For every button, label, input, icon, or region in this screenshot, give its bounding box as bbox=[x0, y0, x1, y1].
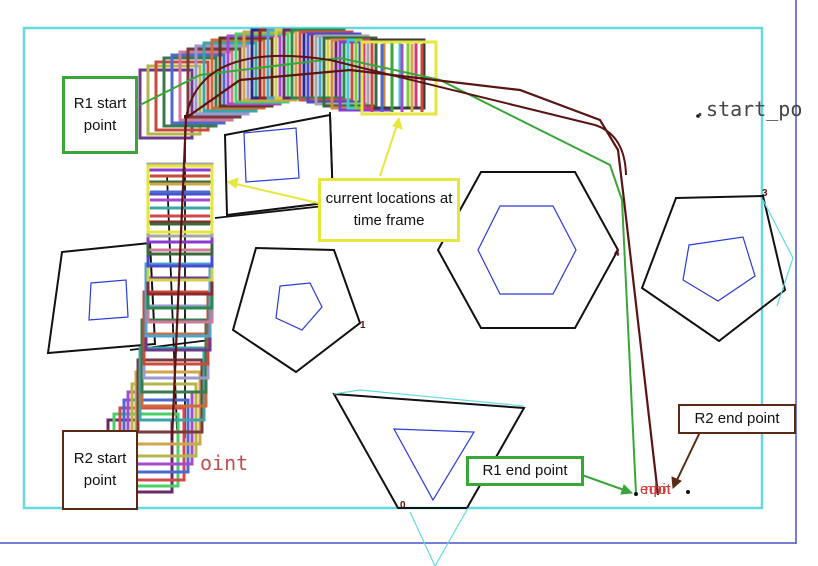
obstacle-hexagon-4 bbox=[436, 171, 620, 329]
callout-r1-start: R1 start point bbox=[62, 76, 138, 154]
callout-arrows bbox=[226, 116, 701, 495]
callout-r2-end-text: R2 end point bbox=[694, 410, 780, 427]
obstacle-pentagon-3 bbox=[640, 194, 787, 343]
roadmap-edges bbox=[129, 111, 334, 438]
offset-cyan-trapezoid bbox=[333, 389, 525, 407]
arrow-to-r1-end bbox=[581, 474, 625, 491]
start-point-text-2: oint bbox=[200, 451, 248, 475]
robot-r2-trail bbox=[106, 162, 214, 494]
arrow-head-r1-current bbox=[392, 116, 403, 130]
corner-label-1: 1 bbox=[360, 320, 366, 331]
corner-label-3: 3 bbox=[762, 188, 768, 199]
r1-frame bbox=[242, 30, 298, 102]
r1-frame bbox=[234, 32, 290, 104]
start-point-text: .start_po bbox=[694, 97, 802, 121]
arrow-to-r1-current bbox=[379, 121, 399, 177]
inner-pentagon-1 bbox=[275, 282, 323, 331]
inner-pentagon-3 bbox=[682, 236, 756, 302]
arrow-to-r2-end bbox=[675, 431, 701, 483]
r1-end-marker bbox=[634, 492, 638, 496]
r1-frame bbox=[186, 47, 242, 119]
workspace-boundary bbox=[22, 26, 764, 510]
r2-frame bbox=[144, 262, 212, 338]
inner-shapes bbox=[88, 127, 756, 502]
r2-end-marker bbox=[686, 490, 690, 494]
offset-cyan-bottom bbox=[409, 507, 469, 566]
edge-1 bbox=[214, 204, 334, 219]
obstacle-square-left bbox=[46, 241, 157, 355]
obstacles bbox=[46, 113, 787, 509]
inner-square-top bbox=[243, 127, 300, 183]
inner-hexagon bbox=[477, 205, 577, 295]
callout-r2-start-text: R2 start point bbox=[73, 450, 127, 489]
start-marker bbox=[696, 114, 700, 118]
callout-r2-start: R2 start point bbox=[62, 430, 138, 510]
callout-current-locations-text: current locations at time frame bbox=[325, 190, 453, 229]
callout-r1-end-text: R1 end point bbox=[482, 462, 568, 479]
corner-label-0: 0 bbox=[400, 500, 406, 511]
offset-cyan-right bbox=[762, 199, 794, 307]
inner-square-left bbox=[88, 279, 129, 321]
callout-r1-start-text: R1 start point bbox=[73, 95, 127, 134]
inner-triangle bbox=[392, 428, 476, 502]
obstacle-trapezoid-0 bbox=[332, 392, 526, 509]
corner-label-4: 4 bbox=[614, 248, 620, 259]
callout-current-locations: current locations at time frame bbox=[318, 178, 460, 242]
obstacle-pentagon-1 bbox=[231, 246, 362, 374]
r2-frame bbox=[134, 370, 202, 446]
arrow-head-r1-end bbox=[620, 484, 634, 495]
r1-current-frame bbox=[360, 40, 438, 116]
r2-path bbox=[170, 68, 660, 496]
r2-path-curve bbox=[185, 54, 627, 176]
r2-frame bbox=[136, 358, 204, 434]
callout-r2-end: R2 end point bbox=[678, 404, 796, 434]
end-point-text: e n d p o i n t bbox=[640, 481, 672, 498]
callout-r1-end: R1 end point bbox=[466, 456, 584, 486]
arrow-head-r2-current bbox=[226, 177, 239, 189]
arrow-to-r2-current bbox=[231, 182, 319, 204]
r1-frame bbox=[226, 34, 282, 106]
arrow-head-r2-end bbox=[671, 476, 682, 490]
r1-frame bbox=[202, 41, 258, 113]
